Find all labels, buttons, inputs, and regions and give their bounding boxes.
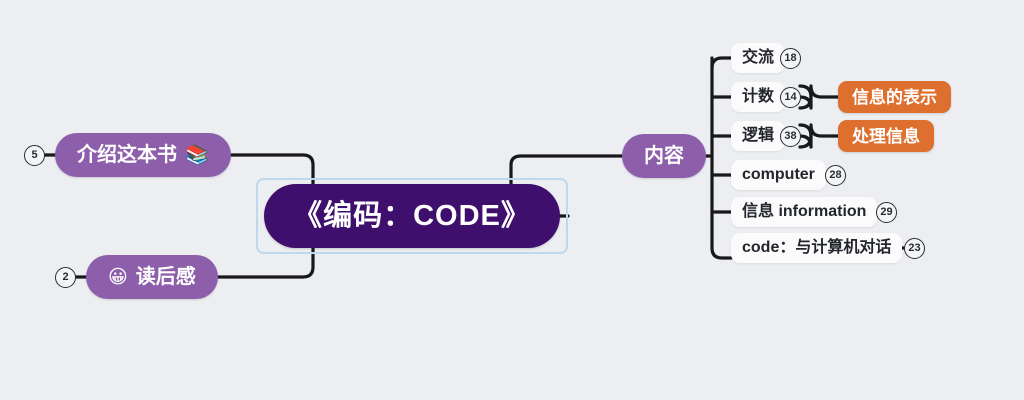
node-reading-notes-label: 读后感 xyxy=(135,266,196,288)
node-luoji-label: 逻辑 xyxy=(742,127,775,144)
badge-information[interactable]: 29 xyxy=(876,202,897,223)
node-computer-label: computer xyxy=(742,166,815,183)
books-icon: 📚 xyxy=(185,144,209,166)
badge-computer[interactable]: 28 xyxy=(825,165,846,186)
central-node-label: 《编码：CODE》 xyxy=(293,199,531,232)
node-computer[interactable]: computer xyxy=(731,160,826,190)
node-jiaoliu-label: 交流 xyxy=(742,49,775,66)
node-luoji[interactable]: 逻辑 xyxy=(731,121,786,151)
edge-jishu-bracket xyxy=(798,84,813,110)
grinning-face-icon: 😀 xyxy=(108,266,128,288)
node-information-representation-label: 信息的表示 xyxy=(852,87,937,107)
node-intro-book[interactable]: 介绍这本书 📚 xyxy=(55,133,231,177)
node-code-talk-label: code：与计算机对话 xyxy=(742,239,892,256)
central-node-selection-frame xyxy=(256,178,568,254)
node-jishu[interactable]: 计数 xyxy=(731,82,786,112)
node-reading-notes[interactable]: 😀 读后感 xyxy=(86,255,218,299)
badge-luoji[interactable]: 38 xyxy=(780,126,801,147)
edge-content-to-jiaoliu xyxy=(710,56,733,70)
edge-content-to-code xyxy=(710,246,733,260)
node-jiaoliu[interactable]: 交流 xyxy=(731,43,786,73)
badge-intro-book[interactable]: 5 xyxy=(24,145,45,166)
node-information-representation[interactable]: 信息的表示 xyxy=(838,81,951,113)
node-information-label: 信息 information xyxy=(742,203,867,220)
node-jishu-label: 计数 xyxy=(742,88,775,105)
node-content-label: 内容 xyxy=(644,145,684,167)
central-node[interactable]: 《编码：CODE》 xyxy=(264,184,560,248)
badge-jiaoliu[interactable]: 18 xyxy=(780,48,801,69)
node-process-information[interactable]: 处理信息 xyxy=(838,120,934,152)
node-process-information-label: 处理信息 xyxy=(852,126,920,146)
node-content[interactable]: 内容 xyxy=(622,134,706,178)
node-code-talk[interactable]: code：与计算机对话 xyxy=(731,233,903,263)
badge-reading-notes[interactable]: 2 xyxy=(55,267,76,288)
badge-jishu[interactable]: 14 xyxy=(780,87,801,108)
edge-luoji-bracket xyxy=(798,123,813,149)
badge-code-talk[interactable]: 23 xyxy=(904,238,925,259)
node-intro-book-label: 介绍这本书 xyxy=(77,144,177,166)
node-information[interactable]: 信息 information xyxy=(731,197,878,227)
